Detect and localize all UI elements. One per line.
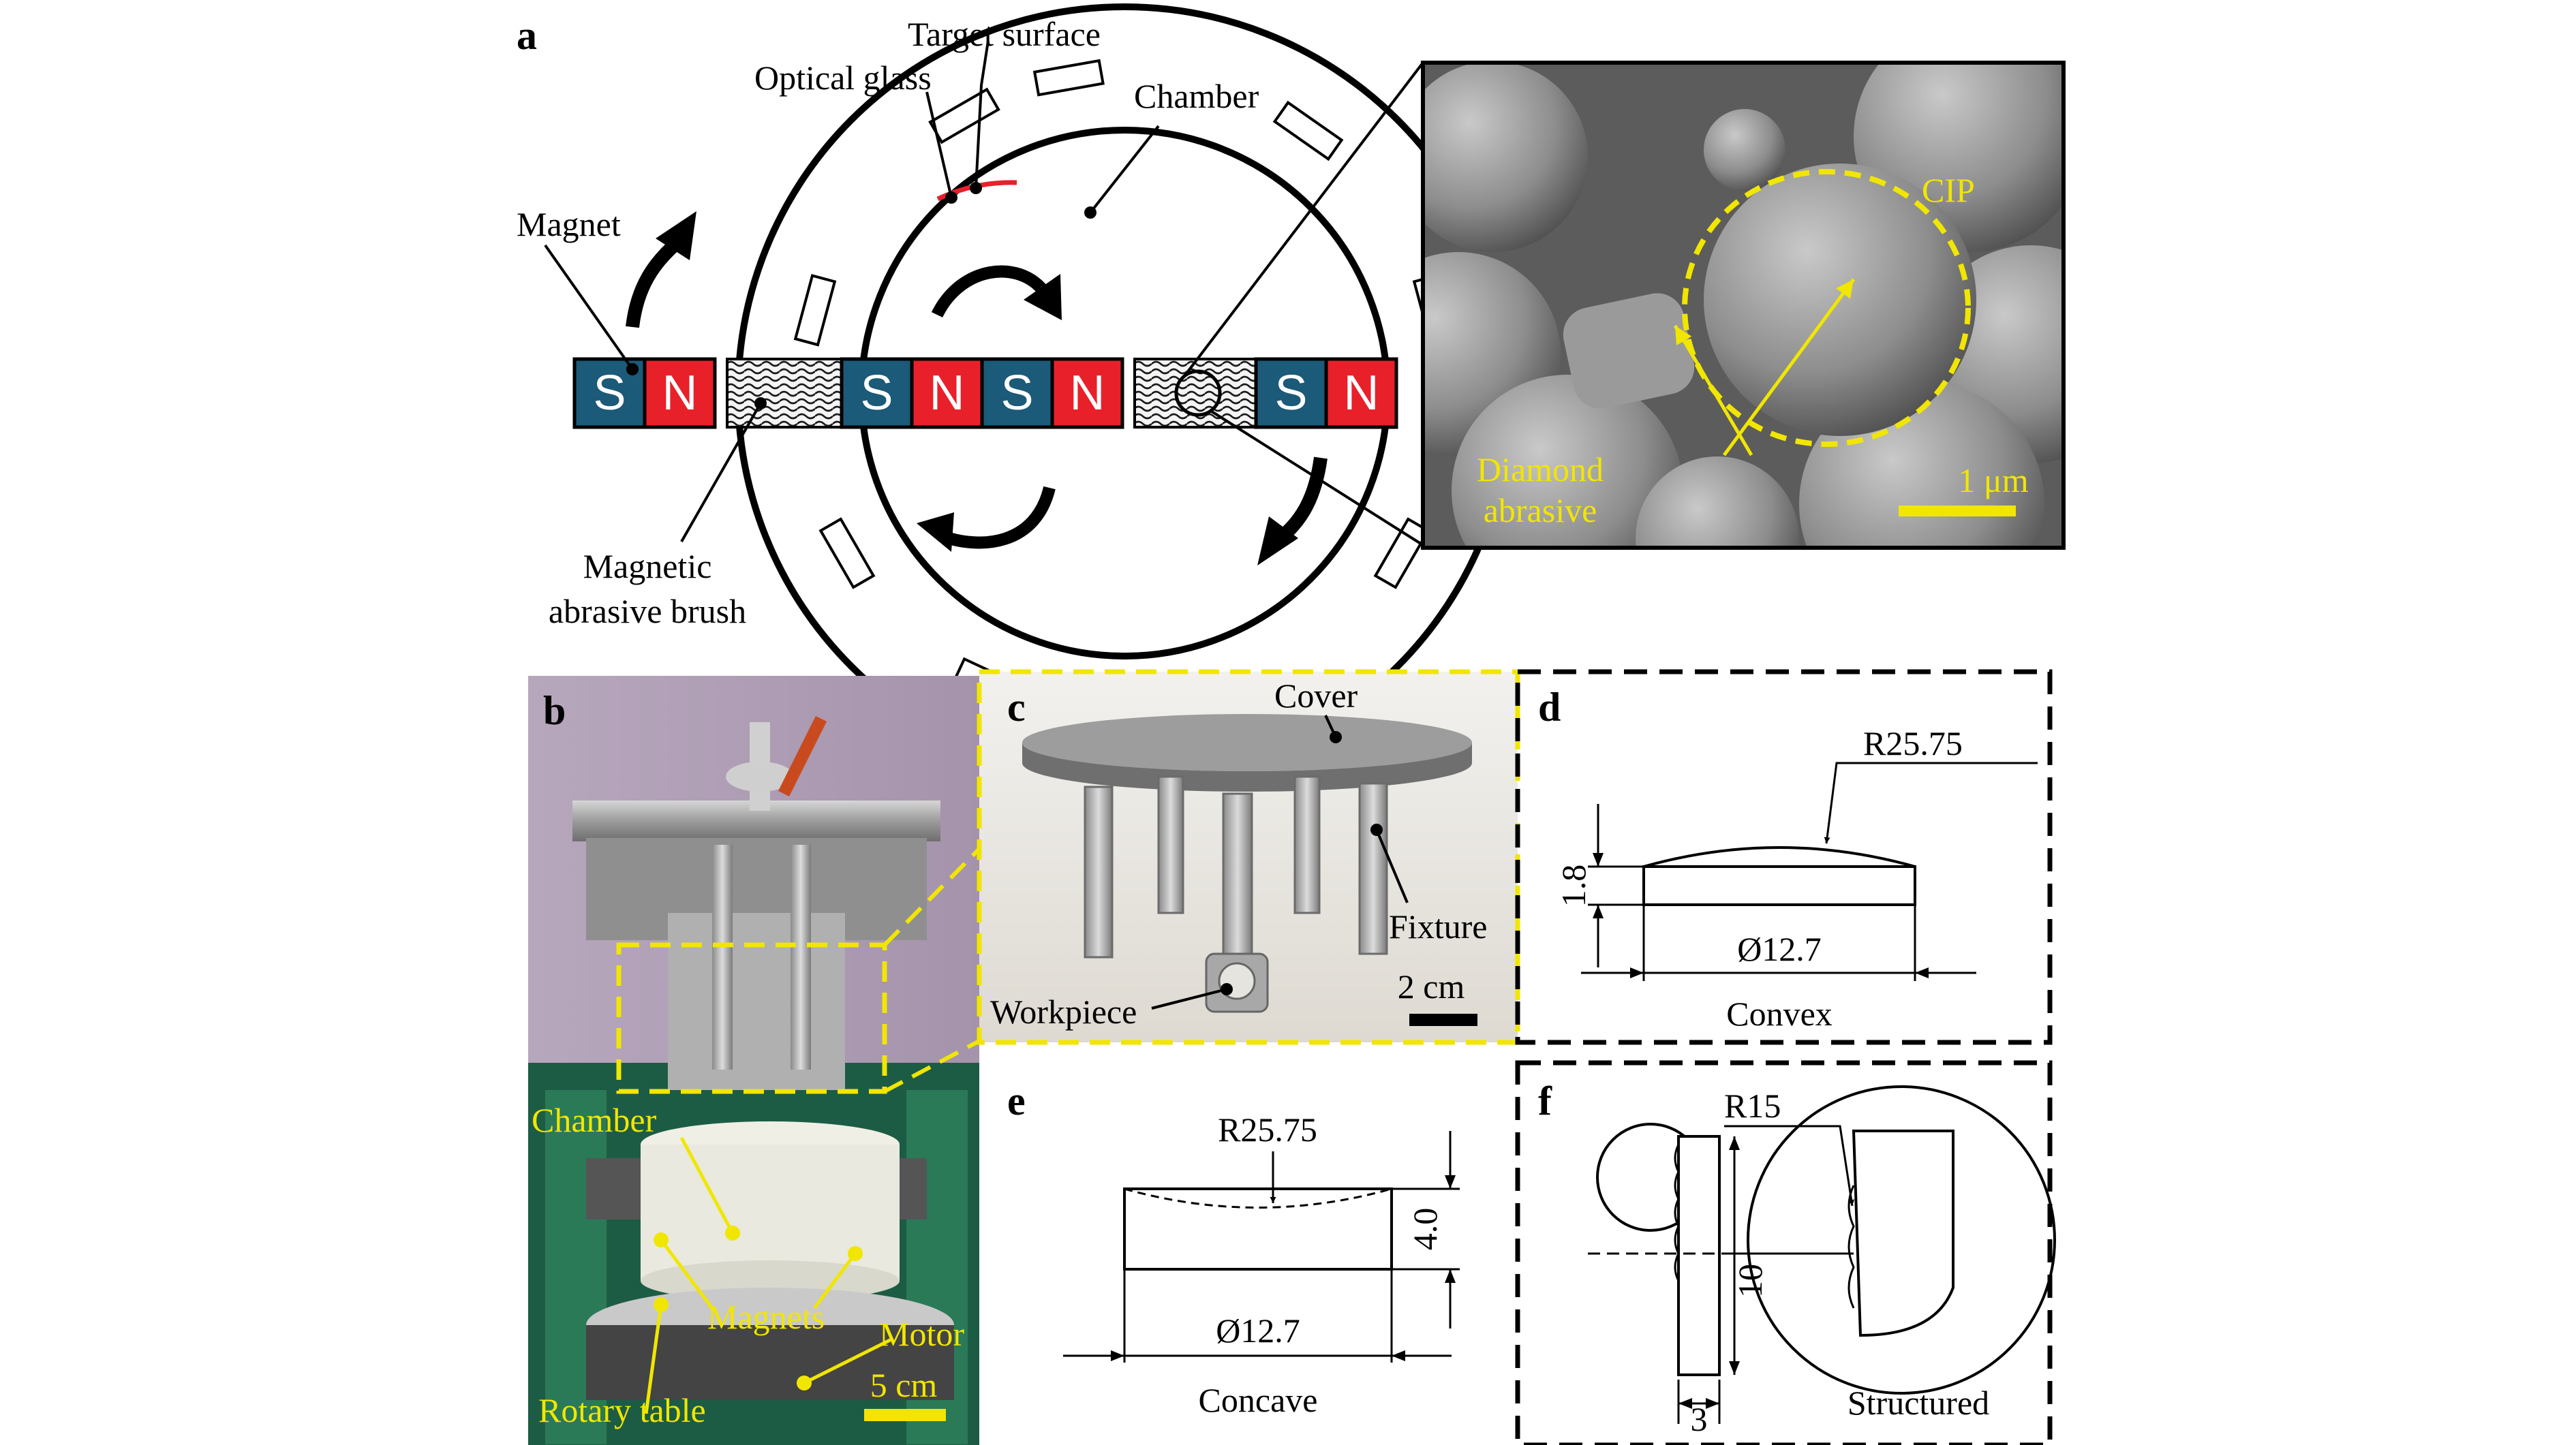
photo-b-label-magnets: Magnets <box>707 1298 825 1336</box>
magnet-pole-block <box>1254 357 1328 429</box>
sem-label-cip: CIP <box>1922 171 1975 209</box>
sem-micrograph: CIP Diamond abrasive 1 μm <box>1421 61 2066 550</box>
caption-d: Convex <box>1726 995 1833 1033</box>
magnet-pole-letter: S <box>1274 366 1307 420</box>
magnet-pole-letter: N <box>1070 366 1105 420</box>
magnet-pole-letter: N <box>662 366 698 420</box>
dim-e-diameter: Ø12.7 <box>1216 1311 1300 1350</box>
panel-d-convex: d R25.75 1.8 Ø12.7 Convex <box>1515 669 2053 1045</box>
optical-glass-piece <box>818 517 876 589</box>
caption-f: Structured <box>1847 1384 1989 1422</box>
dim-e-height: 4.0 <box>1406 1208 1444 1251</box>
dim-f-radius: R15 <box>1724 1087 1781 1125</box>
magnet-pole-letter: S <box>1000 366 1033 420</box>
magnet-pole-block <box>1050 357 1124 429</box>
photo-b-scale-bar <box>864 1409 946 1421</box>
leader-lines-a <box>544 40 1424 546</box>
panel-label-c: c <box>1007 685 1026 730</box>
magnet-pole-block <box>910 357 984 429</box>
panel-label-b: b <box>543 688 566 733</box>
rotation-arrow-magnet-left <box>626 211 696 328</box>
panel-e-concave: e R25.75 4.0 Ø12.7 Concave <box>1007 1078 1460 1419</box>
magnet-pole-block <box>1324 357 1398 429</box>
magnet-pole-block <box>980 357 1054 429</box>
photo-c-fixture: c Cover Fixture Workpiece 2 cm <box>977 669 1520 1045</box>
dim-f-width: 3 <box>1691 1400 1708 1438</box>
photo-b-label-rotary-table: Rotary table <box>538 1391 706 1429</box>
rotation-arrow-magnet-right <box>1257 456 1328 565</box>
magnet-pole-letter: N <box>1344 366 1379 420</box>
sem-label-diamond-2: abrasive <box>1484 491 1597 529</box>
magnet-pole-letter: S <box>593 366 626 420</box>
abrasive-brush-right <box>1133 358 1257 429</box>
photo-b-label-motor: Motor <box>879 1315 964 1353</box>
optical-glass-piece <box>928 87 1000 144</box>
label-brush-line1: Magnetic <box>583 547 712 585</box>
label-chamber: Chamber <box>1134 77 1259 115</box>
photo-b-scale-label: 5 cm <box>870 1366 938 1404</box>
optical-glass-piece <box>1032 59 1105 97</box>
panel-label-f: f <box>1538 1078 1552 1123</box>
dim-f-length: 10 <box>1731 1264 1769 1298</box>
magnet-pole-block <box>840 357 914 429</box>
optical-glass-piece <box>1272 100 1344 161</box>
optical-glass-piece <box>1373 517 1430 589</box>
label-brush-line2: abrasive brush <box>549 592 746 630</box>
abrasive-brush-left <box>726 358 851 429</box>
sem-label-diamond-1: Diamond <box>1477 450 1604 488</box>
label-target-surface: Target surface <box>908 15 1101 53</box>
panel-label-a: a <box>517 13 537 58</box>
photo-c-label-cover: Cover <box>1274 677 1358 715</box>
dim-d-diameter: Ø12.7 <box>1737 930 1822 968</box>
sem-scale-bar <box>1899 506 2016 516</box>
cip-highlight-circle <box>1682 169 1971 447</box>
photo-b-label-chamber: Chamber <box>532 1101 657 1139</box>
caption-e: Concave <box>1199 1381 1318 1419</box>
photo-b-apparatus: b Chamber Magnets Motor Rotary table 5 c… <box>528 676 981 1445</box>
dim-d-height: 1.8 <box>1554 865 1593 907</box>
panel-label-d: d <box>1538 685 1561 730</box>
panel-f-structured: f R15 10 3 Structured <box>1515 1060 2056 1445</box>
sem-scale-label: 1 μm <box>1958 461 2028 499</box>
label-magnet: Magnet <box>517 205 621 243</box>
photo-c-scale-label: 2 cm <box>1398 967 1465 1006</box>
zoom-box-b <box>616 942 887 1094</box>
magnet-pole-block <box>643 357 717 429</box>
glass-highlight-circle <box>1174 369 1222 417</box>
optical-glass-piece <box>793 274 837 347</box>
rotation-arrow-inner-top <box>931 265 1062 320</box>
photo-c-label-fixture: Fixture <box>1389 907 1487 946</box>
magnet-pole-letter: S <box>860 366 893 420</box>
dim-e-radius: R25.75 <box>1218 1110 1317 1149</box>
dim-d-radius: R25.75 <box>1863 724 1963 762</box>
rotation-arrow-inner-bottom <box>917 486 1056 552</box>
label-optical-glass: Optical glass <box>754 59 932 97</box>
photo-c-label-workpiece: Workpiece <box>990 993 1137 1031</box>
photo-c-scale-bar <box>1409 1014 1477 1026</box>
panel-label-e: e <box>1007 1078 1026 1123</box>
magnet-pole-letter: N <box>930 366 965 420</box>
